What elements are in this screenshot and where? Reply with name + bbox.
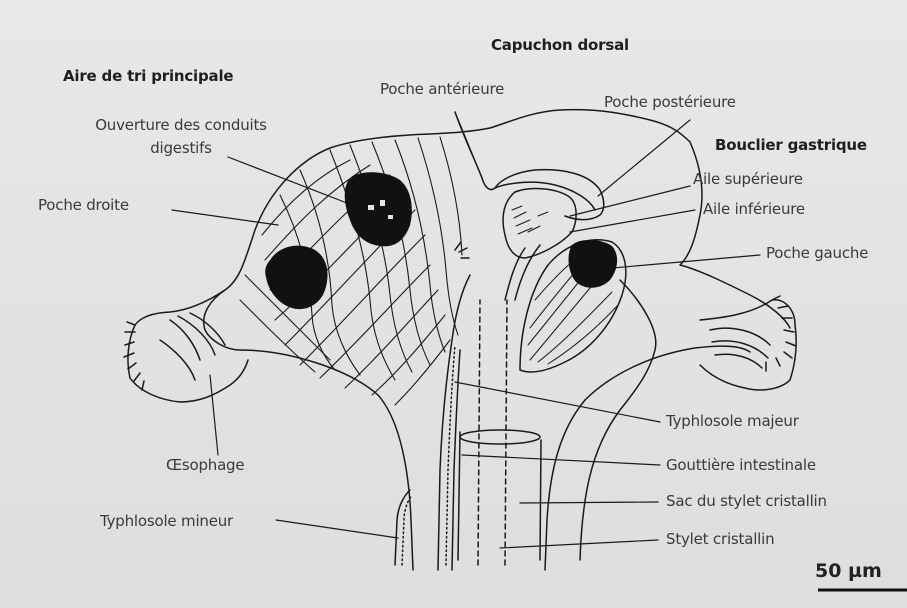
label-gouttiere: Gouttière intestinale: [666, 456, 816, 474]
label-stylet-cristallin: Stylet cristallin: [666, 530, 774, 548]
label-poche-droite: Poche droite: [38, 196, 129, 214]
label-aile-superieure: Aile supérieure: [693, 170, 803, 188]
label-poche-gauche: Poche gauche: [766, 244, 868, 262]
label-aire-tri: Aire de tri principale: [63, 67, 233, 85]
leader-lines: [172, 112, 760, 548]
typhlosole-majeur-wall: [438, 275, 470, 570]
label-ouverture-line2: digestifs: [78, 139, 284, 157]
label-ouverture-line1: Ouverture des conduits: [78, 116, 284, 134]
label-typhlosole-majeur: Typhlosole majeur: [666, 412, 799, 430]
poche-droite-blotch: [265, 246, 327, 309]
stylet-stem: [515, 245, 540, 300]
label-capuchon-dorsal: Capuchon dorsal: [491, 36, 629, 54]
scale-bar-label: 50 µm: [815, 560, 882, 582]
gouttiere-tube: [458, 432, 541, 560]
aile-superieure: [503, 189, 576, 258]
label-bouclier-gastrique: Bouclier gastrique: [715, 136, 867, 154]
inner-right-wall: [580, 280, 656, 560]
label-poche-posterieure: Poche postérieure: [604, 93, 736, 111]
label-typhlosole-mineur: Typhlosole mineur: [100, 512, 233, 530]
label-sac-stylet: Sac du stylet cristallin: [666, 492, 827, 510]
ouverture-conduits-blotch: [345, 172, 412, 246]
oesophagus-lobe: [128, 290, 248, 402]
label-aile-inferieure: Aile inférieure: [703, 200, 805, 218]
poche-gauche-blotch: [569, 240, 618, 288]
capuchon-outline: [490, 110, 690, 142]
label-oesophage: Œsophage: [166, 456, 244, 474]
label-poche-anterieure: Poche antérieure: [380, 80, 504, 98]
